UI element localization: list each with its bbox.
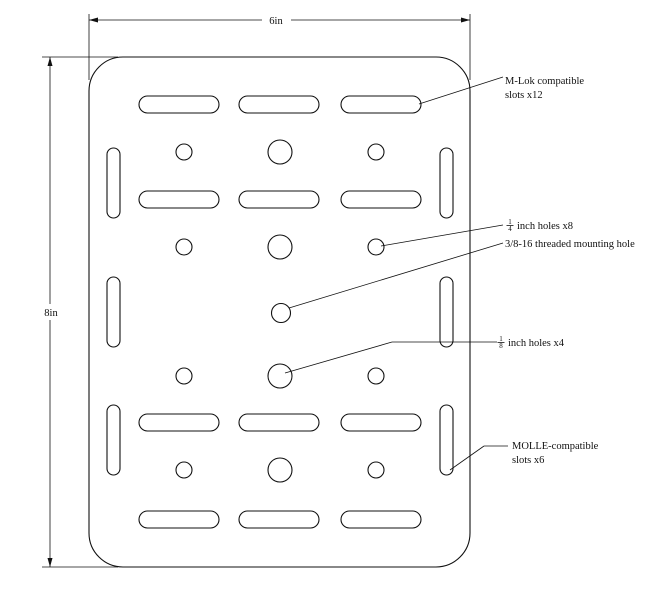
molle-slot bbox=[439, 276, 454, 348]
quarter-leader-line bbox=[380, 224, 504, 247]
width-label: 6in bbox=[269, 16, 283, 27]
height-arrow-bottom bbox=[47, 558, 53, 567]
quarter-inch-hole-group bbox=[175, 143, 385, 479]
callout-molle: MOLLE-compatible slots x6 bbox=[512, 441, 599, 466]
molle-leader-line-a bbox=[449, 445, 485, 471]
mlok-slot-group bbox=[138, 95, 422, 529]
eighth-inch-hole bbox=[267, 363, 293, 389]
mlok-slot bbox=[340, 190, 422, 209]
quarter-fraction-denominator: 4 bbox=[508, 225, 512, 233]
quarter-inch-hole bbox=[175, 461, 193, 479]
mlok-slot bbox=[138, 413, 220, 432]
molle-slot bbox=[439, 147, 454, 219]
mlok-slot bbox=[238, 413, 320, 432]
mlok-slot bbox=[340, 510, 422, 529]
mlok-slot bbox=[138, 190, 220, 209]
molle-slot bbox=[439, 404, 454, 476]
mlok-label-line1: M-Lok compatible bbox=[505, 76, 584, 87]
eighth-label: inch holes x4 bbox=[508, 338, 565, 349]
callout-quarter-holes: 1 4 inch holes x8 bbox=[506, 218, 573, 233]
mlok-slot bbox=[340, 95, 422, 114]
quarter-inch-hole bbox=[175, 143, 193, 161]
width-arrow-left bbox=[89, 17, 98, 23]
height-arrow-top bbox=[47, 57, 53, 66]
quarter-inch-hole bbox=[367, 461, 385, 479]
threaded-label: 3/8-16 threaded mounting hole bbox=[505, 239, 635, 250]
quarter-fraction-numerator: 1 bbox=[508, 218, 512, 226]
eighth-fraction-denominator: 8 bbox=[499, 342, 503, 350]
quarter-inch-hole bbox=[367, 143, 385, 161]
mlok-slot bbox=[138, 510, 220, 529]
leader-lines bbox=[284, 76, 508, 471]
width-arrow-right bbox=[461, 17, 470, 23]
eighth-inch-hole bbox=[267, 234, 293, 260]
quarter-inch-hole bbox=[367, 238, 385, 256]
height-dimension: 8in bbox=[42, 56, 118, 568]
molle-slot bbox=[106, 404, 121, 476]
eighth-inch-hole bbox=[267, 457, 293, 483]
mlok-slot bbox=[340, 413, 422, 432]
eighth-fraction-numerator: 1 bbox=[499, 335, 503, 343]
quarter-label: inch holes x8 bbox=[517, 221, 573, 232]
callout-eighth-holes: 1 8 inch holes x4 bbox=[497, 335, 565, 350]
callout-threaded-hole: 3/8-16 threaded mounting hole bbox=[505, 239, 635, 250]
mlok-leader-line bbox=[418, 76, 504, 105]
quarter-inch-hole bbox=[175, 238, 193, 256]
mlok-slot bbox=[238, 190, 320, 209]
quarter-inch-hole bbox=[367, 367, 385, 385]
molle-slot bbox=[106, 147, 121, 219]
molle-label-line2: slots x6 bbox=[512, 455, 544, 466]
quarter-inch-hole bbox=[175, 367, 193, 385]
molle-slot-group bbox=[106, 147, 454, 476]
mlok-label-line2: slots x12 bbox=[505, 90, 543, 101]
threaded-mounting-hole bbox=[270, 302, 292, 324]
eighth-inch-hole-group bbox=[267, 139, 293, 483]
mlok-slot bbox=[238, 95, 320, 114]
molle-slot bbox=[106, 276, 121, 348]
mlok-slot bbox=[138, 95, 220, 114]
eighth-leader-line-a bbox=[284, 341, 393, 374]
eighth-inch-hole bbox=[267, 139, 293, 165]
molle-label-line1: MOLLE-compatible bbox=[512, 441, 599, 452]
height-label: 8in bbox=[44, 308, 58, 319]
callout-mlok: M-Lok compatible slots x12 bbox=[505, 76, 584, 101]
width-dimension: 6in bbox=[88, 14, 471, 80]
threaded-leader-line bbox=[288, 242, 504, 309]
mlok-slot bbox=[238, 510, 320, 529]
